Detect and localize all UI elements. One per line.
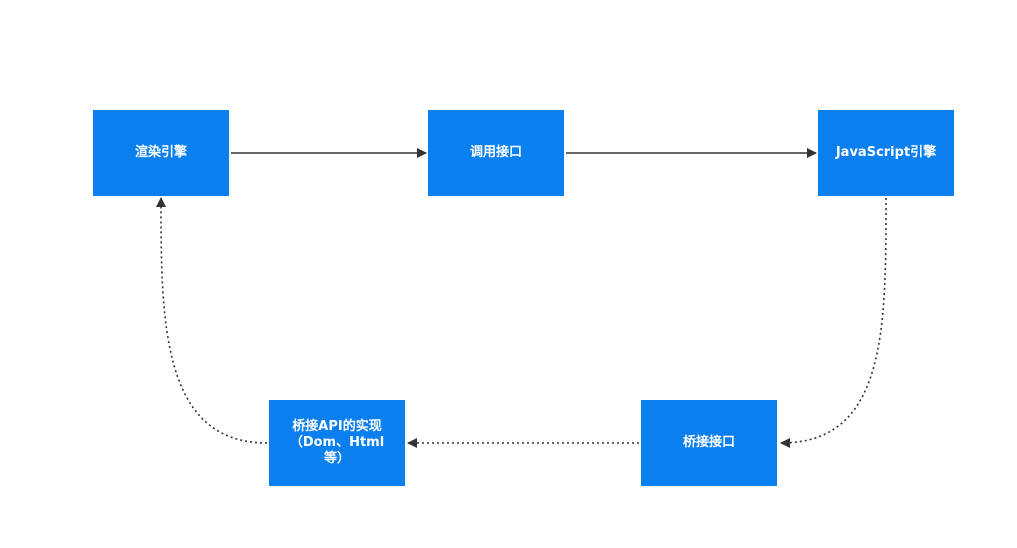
node-call-interface-label: 调用接口 xyxy=(469,145,522,160)
node-bridge-api-impl-label: 桥接API的实现 （Dom、Html 等） xyxy=(289,419,385,466)
node-render-engine: 渲染引擎 xyxy=(93,110,229,196)
node-bridge-interface: 桥接接口 xyxy=(641,400,777,486)
node-render-engine-label: 渲染引擎 xyxy=(134,145,187,160)
node-bridge-api-impl: 桥接API的实现 （Dom、Html 等） xyxy=(269,400,405,486)
edge-impl-to-render xyxy=(156,197,268,444)
node-bridge-interface-label: 桥接接口 xyxy=(682,435,735,450)
edge-js-to-bridge xyxy=(780,197,887,448)
node-js-engine: JavaScript引擎 xyxy=(818,110,954,196)
node-call-interface: 调用接口 xyxy=(428,110,564,196)
node-js-engine-label: JavaScript引擎 xyxy=(835,145,937,160)
